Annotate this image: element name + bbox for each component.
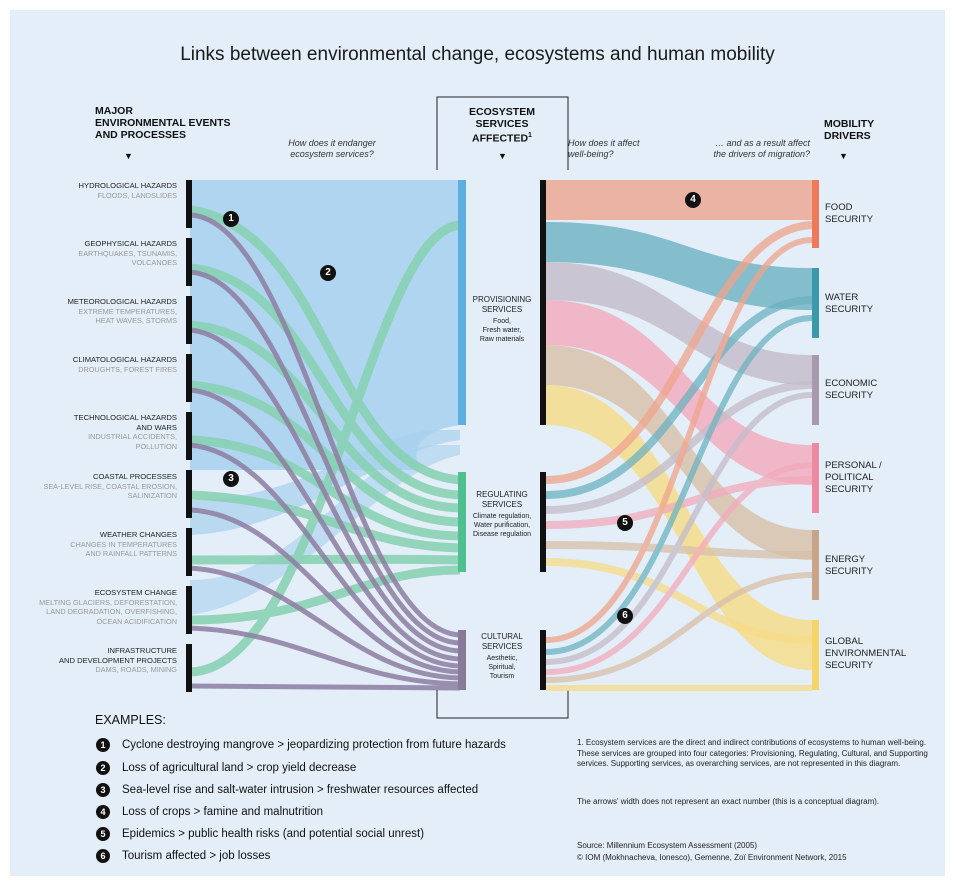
services-footnote-mark: 1	[528, 132, 532, 139]
provisioning-out-bar	[540, 180, 546, 425]
cultural-out-bar	[540, 630, 546, 690]
diagram-panel	[10, 10, 945, 876]
flows-to-regulating	[189, 205, 461, 677]
driver-water-security: WATER SECURITY	[825, 292, 874, 315]
diagram-title: Links between environmental change, ecos…	[180, 44, 775, 65]
regulating-out-bar	[540, 472, 546, 572]
source: Source: Millennium Ecosystem Assessment …	[577, 841, 758, 850]
question-drivers: … and as a result affect the drivers of …	[713, 138, 810, 159]
events-header-arrow: ▼	[124, 151, 133, 161]
badge-1: 1	[223, 211, 239, 227]
examples-title: EXAMPLES:	[95, 713, 166, 727]
services-box	[436, 96, 569, 719]
footnote: 1. Ecosystem services are the direct and…	[577, 738, 928, 768]
services-header: ECOSYSTEM SERVICES AFFECTED1	[452, 106, 552, 145]
badge-4: 4	[685, 192, 701, 208]
flows-to-cultural	[189, 212, 461, 691]
credit: © IOM (Mokhnacheva, Ionesco), Gemenne, Z…	[577, 853, 847, 862]
drivers-header-arrow: ▼	[839, 151, 848, 161]
event-bars	[186, 180, 192, 692]
provisioning-bar	[458, 180, 466, 425]
width-note: The arrows' width does not represent an …	[577, 797, 880, 806]
food-security-bar	[812, 180, 819, 248]
regulating-bar	[458, 472, 466, 572]
badge-3: 3	[223, 471, 239, 487]
flow-events-to-provisioning	[190, 180, 460, 470]
badge-2: 2	[320, 265, 336, 281]
driver-food-security: FOOD SECURITY	[825, 202, 874, 225]
driver-energy-security: ENERGY SECURITY	[825, 554, 874, 577]
energy-security-bar	[812, 530, 819, 600]
drivers-header: MOBILITY DRIVERS	[824, 118, 875, 142]
economic-security-bar	[812, 355, 819, 425]
personal-security-bar	[812, 443, 819, 513]
driver-personal-security: PERSONAL / POLITICAL SECURITY	[825, 460, 882, 495]
water-security-bar	[812, 268, 819, 338]
badge-5: 5	[617, 515, 633, 531]
badge-6: 6	[617, 608, 633, 624]
events-header: MAJOR ENVIRONMENTAL EVENTS AND PROCESSES	[95, 105, 231, 141]
driver-global-security: GLOBAL ENVIRONMENTAL SECURITY	[825, 636, 907, 671]
services-header-arrow: ▼	[498, 151, 507, 161]
question-endanger: How does it endanger ecosystem services?	[288, 138, 376, 159]
cultural-bar	[458, 630, 466, 690]
global-security-bar	[812, 620, 819, 690]
driver-economic-security: ECONOMIC SECURITY	[825, 378, 878, 401]
right-thin-flows	[545, 221, 813, 691]
services-header-text: ECOSYSTEM SERVICES AFFECTED	[469, 106, 535, 145]
question-wellbeing: How does it affect well-being?	[568, 138, 640, 159]
